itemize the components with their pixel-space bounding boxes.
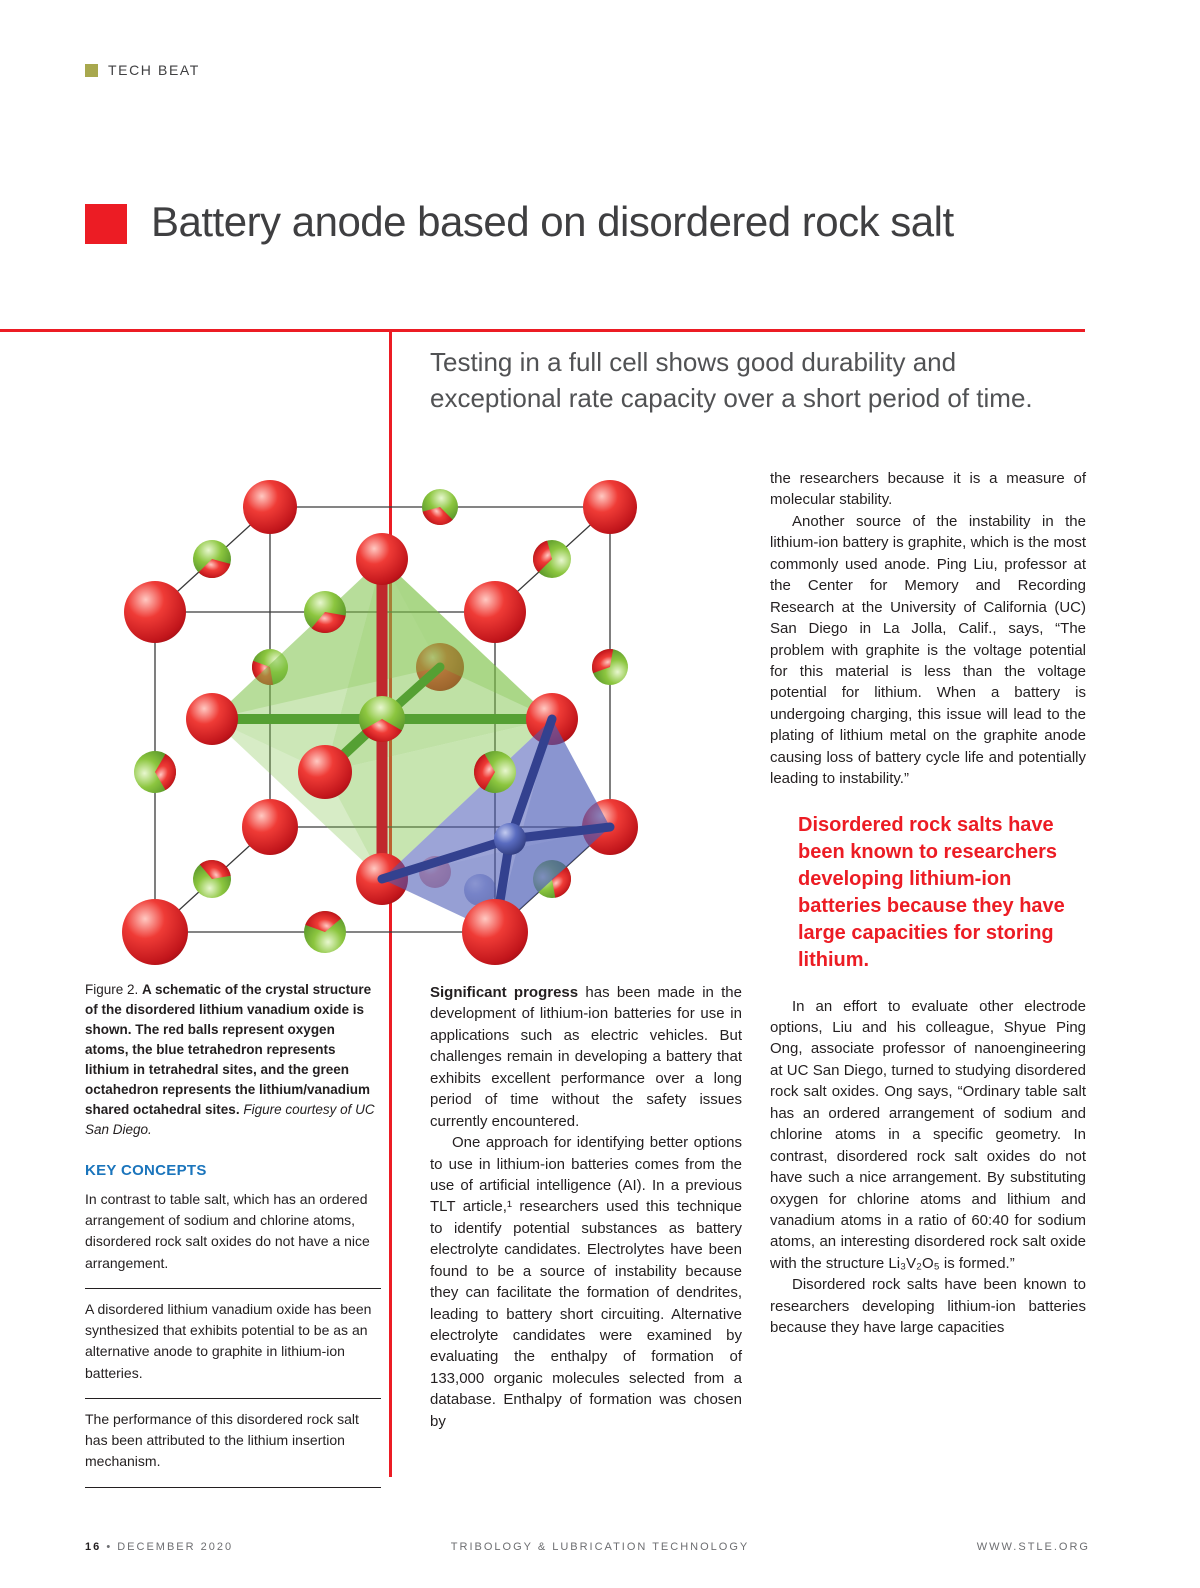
cation-sphere — [414, 481, 466, 533]
article-deck: Testing in a full cell shows good durabi… — [430, 347, 1033, 414]
oxygen-sphere — [464, 581, 526, 643]
page-footer: 16 • DECEMBER 2020 TRIBOLOGY & LUBRICATI… — [0, 1541, 1200, 1561]
key-concept-item: A disordered lithium vanadium oxide has … — [85, 1289, 381, 1399]
pull-quote: Disordered rock salts have been known to… — [798, 813, 1065, 971]
oxygen-sphere — [298, 745, 352, 799]
oxygen-sphere — [462, 899, 528, 965]
crystal-structure-figure — [122, 480, 638, 965]
cation-sphere — [298, 905, 352, 959]
footer-journal-name: TRIBOLOGY & LUBRICATION TECHNOLOGY — [450, 1541, 750, 1553]
figure-caption-bold: A schematic of the crystal structure of … — [85, 982, 372, 1117]
key-concepts-heading: KEY CONCEPTS — [85, 1161, 207, 1179]
section-label-row: TECH BEAT — [85, 62, 200, 78]
body-paragraph: the researchers because it is a measure … — [770, 470, 1086, 509]
section-label: TECH BEAT — [108, 62, 200, 78]
article-column-middle: Significant progress has been made in th… — [430, 982, 742, 1432]
oxygen-sphere — [356, 533, 408, 585]
headline-marker — [85, 204, 127, 244]
footer-page-info: 16 • DECEMBER 2020 — [85, 1541, 233, 1553]
oxygen-sphere — [122, 899, 188, 965]
oxygen-sphere — [243, 480, 297, 534]
cation-sphere — [126, 743, 184, 801]
body-paragraph: Significant progress has been made in th… — [430, 982, 742, 1132]
footer-website: WWW.STLE.ORG — [976, 1541, 1090, 1553]
ghost-sphere — [464, 874, 496, 906]
article-column-right: the researchers because it is a measure … — [770, 468, 1086, 1339]
body-paragraph: In an effort to evaluate other electrode… — [770, 997, 1086, 1272]
figure-container — [85, 452, 660, 967]
oxygen-sphere — [242, 799, 298, 855]
headline-row: Battery anode based on disordered rock s… — [85, 198, 954, 246]
footer-separator: • — [106, 1541, 113, 1553]
page-number: 16 — [85, 1541, 102, 1553]
horizontal-accent-rule — [0, 329, 1085, 332]
body-paragraph: Disordered rock salts have been known to… — [770, 1276, 1086, 1337]
front-spheres — [122, 581, 528, 965]
body-paragraph: Another source of the instability in the… — [770, 512, 1086, 788]
oxygen-sphere — [124, 581, 186, 643]
lead-in-rest: has been made in the development of lith… — [430, 984, 742, 1130]
oxygen-sphere — [186, 693, 238, 745]
figure-caption: Figure 2. A schematic of the crystal str… — [85, 980, 381, 1140]
key-concept-item: In contrast to table salt, which has an … — [85, 1179, 381, 1289]
page-title: Battery anode based on disordered rock s… — [151, 198, 954, 245]
body-paragraph: One approach for identifying better opti… — [430, 1134, 742, 1430]
key-concept-item: The performance of this disordered rock … — [85, 1399, 381, 1488]
figure-caption-label: Figure 2. — [85, 982, 143, 997]
lead-in-bold: Significant progress — [430, 984, 579, 1001]
cation-sphere — [586, 643, 634, 691]
tech-beat-marker — [85, 63, 98, 77]
left-column: Figure 2. A schematic of the crystal str… — [85, 980, 381, 1488]
figure-caption-credit: Figure courtesy of UC San Diego. — [85, 1101, 375, 1137]
oxygen-sphere — [583, 480, 637, 534]
footer-date: DECEMBER 2020 — [117, 1541, 234, 1553]
lithium-sphere — [494, 823, 526, 855]
